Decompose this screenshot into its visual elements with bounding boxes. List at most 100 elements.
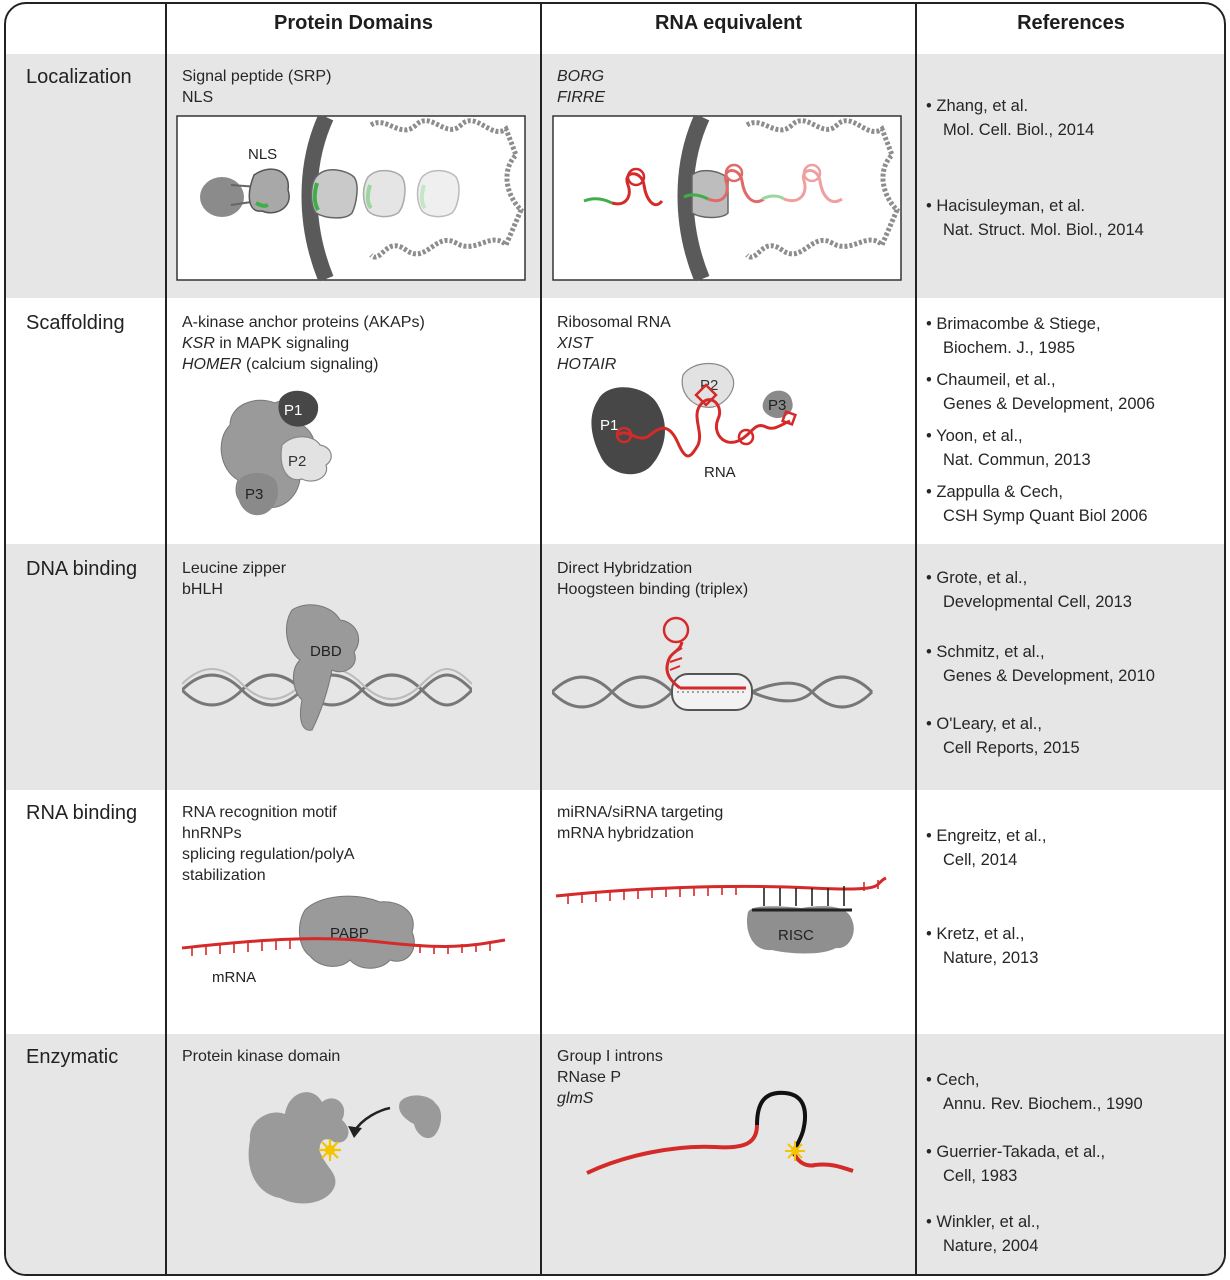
example-line: Group I introns: [557, 1048, 663, 1065]
reference-source: Mol. Cell. Biol., 2014: [943, 121, 1095, 139]
cleavage-spark-icon: [785, 1141, 805, 1161]
example-line: Leucine zipper: [182, 560, 287, 577]
example-line: glmS: [557, 1090, 594, 1107]
example-line: HOTAIR: [557, 356, 617, 373]
row-band-dna-binding: [6, 544, 1224, 790]
kinase-illustration: [248, 1092, 442, 1204]
header-rna-equivalent: RNA equivalent: [654, 12, 803, 34]
example-line: Protein kinase domain: [182, 1048, 341, 1065]
column-divider-2: [540, 4, 542, 1274]
reference-source: Genes & Development, 2010: [943, 667, 1155, 685]
example-line: RNase P: [557, 1069, 622, 1086]
dna-binding-protein-illustration: DBD: [182, 604, 472, 731]
column-divider-3: [915, 4, 917, 1274]
example-line: A-kinase anchor proteins (AKAPs): [182, 314, 425, 331]
example-line: Signal peptide (SRP): [182, 68, 332, 85]
reference-item: • Yoon, et al., Nat. Commun, 2013: [926, 424, 1091, 472]
example-line: Hoogsteen binding (triplex): [557, 581, 749, 598]
reference-item: • Winkler, et al., Nature, 2004: [926, 1210, 1040, 1258]
protein-examples-rna-binding: RNA recognition motif hnRNPs splicing re…: [182, 802, 355, 886]
rna-examples-scaffolding: Ribosomal RNA XIST HOTAIR: [557, 312, 671, 375]
mrna-label: mRNA: [212, 969, 256, 986]
risc-label: RISC: [778, 927, 814, 944]
category-rna-binding: RNA binding: [26, 802, 138, 824]
p3-label: P3: [245, 486, 263, 503]
reference-source: CSH Symp Quant Biol 2006: [943, 507, 1148, 525]
reference-item: • Kretz, et al., Nature, 2013: [926, 922, 1038, 970]
reference-author: O'Leary, et al.,: [936, 715, 1042, 733]
rna-scaffold-illustration: P1 P2 P3 RNA: [591, 362, 798, 481]
reference-item: • Zappulla & Cech, CSH Symp Quant Biol 2…: [926, 480, 1148, 528]
example-line: mRNA hybridzation: [557, 825, 694, 842]
reference-source: Genes & Development, 2006: [943, 395, 1155, 413]
protein-examples-scaffolding: A-kinase anchor proteins (AKAPs) KSR in …: [182, 312, 425, 375]
reference-author: Engreitz, et al.,: [936, 827, 1047, 845]
example-line: HOMER (calcium signaling): [182, 354, 425, 375]
header-references: References: [1017, 12, 1125, 34]
pabp-mrna-illustration: PABP mRNA: [181, 895, 506, 986]
ribozyme-illustration: [586, 1090, 854, 1175]
reference-item: • Zhang, et al. Mol. Cell. Biol., 2014: [926, 94, 1094, 142]
reference-source: Developmental Cell, 2013: [943, 593, 1132, 611]
example-line: NLS: [182, 89, 214, 106]
category-localization: Localization: [26, 66, 132, 88]
example-line: FIRRE: [557, 89, 605, 106]
example-line: hnRNPs: [182, 825, 242, 842]
reference-author: Yoon, et al.,: [936, 427, 1023, 445]
example-line: Direct Hybridzation: [557, 560, 693, 577]
example-line: bHLH: [182, 581, 223, 598]
nuclear-import-rna-illustration: [552, 115, 902, 281]
risc-targeting-illustration: RISC: [555, 876, 887, 954]
reference-author: Guerrier-Takada, et al.,: [936, 1143, 1106, 1161]
triplex-rna-illustration: [552, 616, 874, 711]
p1-label: P1: [600, 417, 618, 434]
reference-source: Cell Reports, 2015: [943, 739, 1080, 757]
reference-source: Nature, 2013: [943, 949, 1039, 967]
reference-item: • Hacisuleyman, et al. Nat. Struct. Mol.…: [926, 194, 1144, 242]
column-divider-1: [165, 4, 167, 1274]
reference-author: Zhang, et al.: [936, 97, 1029, 115]
reference-item: • O'Leary, et al., Cell Reports, 2015: [926, 712, 1080, 760]
example-line: XIST: [557, 335, 593, 352]
rna-examples-localization: BORG FIRRE: [557, 66, 605, 108]
reference-item: • Grote, et al., Developmental Cell, 201…: [926, 566, 1132, 614]
p3-label: P3: [768, 397, 786, 414]
reference-author: Kretz, et al.,: [936, 925, 1025, 943]
reference-source: Annu. Rev. Biochem., 1990: [943, 1095, 1143, 1113]
reference-author: Hacisuleyman, et al.: [936, 197, 1085, 215]
reference-author: Brimacombe & Stiege,: [936, 315, 1101, 333]
gene-name: KSR: [182, 335, 215, 352]
reference-item: • Schmitz, et al., Genes & Development, …: [926, 640, 1155, 688]
example-line: BORG: [557, 68, 605, 85]
nls-label: NLS: [248, 146, 277, 163]
reference-item: • Guerrier-Takada, et al., Cell, 1983: [926, 1140, 1105, 1188]
header-protein-domains: Protein Domains: [274, 12, 433, 34]
rna-examples-dna-binding: Direct Hybridzation Hoogsteen binding (t…: [557, 558, 748, 600]
example-detail: (calcium signaling): [241, 356, 379, 373]
p1-label: P1: [284, 402, 302, 419]
example-line: miRNA/siRNA targeting: [557, 804, 724, 821]
category-enzymatic: Enzymatic: [26, 1046, 119, 1068]
reference-author: Winkler, et al.,: [936, 1213, 1040, 1231]
reference-source: Nat. Commun, 2013: [943, 451, 1091, 469]
example-line: KSR in MAPK signaling: [182, 333, 425, 354]
example-line: splicing regulation/polyA: [182, 846, 355, 863]
protein-examples-enzymatic: Protein kinase domain: [182, 1046, 340, 1067]
rna-examples-rna-binding: miRNA/siRNA targeting mRNA hybridzation: [557, 802, 723, 844]
p2-label: P2: [700, 377, 718, 394]
category-scaffolding: Scaffolding: [26, 312, 125, 334]
reference-item: • Cech, Annu. Rev. Biochem., 1990: [926, 1068, 1143, 1116]
reference-item: • Brimacombe & Stiege, Biochem. J., 1985: [926, 312, 1101, 360]
reference-source: Cell, 2014: [943, 851, 1018, 869]
gene-name: HOMER: [182, 356, 242, 373]
example-line: stabilization: [182, 867, 266, 884]
dbd-label: DBD: [310, 643, 342, 660]
reference-author: Chaumeil, et al.,: [936, 371, 1056, 389]
reference-author: Zappulla & Cech,: [936, 483, 1063, 501]
example-line: RNA recognition motif: [182, 804, 337, 821]
reference-author: Grote, et al.,: [936, 569, 1028, 587]
protein-examples-dna-binding: Leucine zipper bHLH: [182, 558, 286, 600]
example-detail: in MAPK signaling: [214, 335, 350, 352]
protein-examples-localization: Signal peptide (SRP) NLS: [182, 66, 331, 108]
reference-source: Cell, 1983: [943, 1167, 1018, 1185]
